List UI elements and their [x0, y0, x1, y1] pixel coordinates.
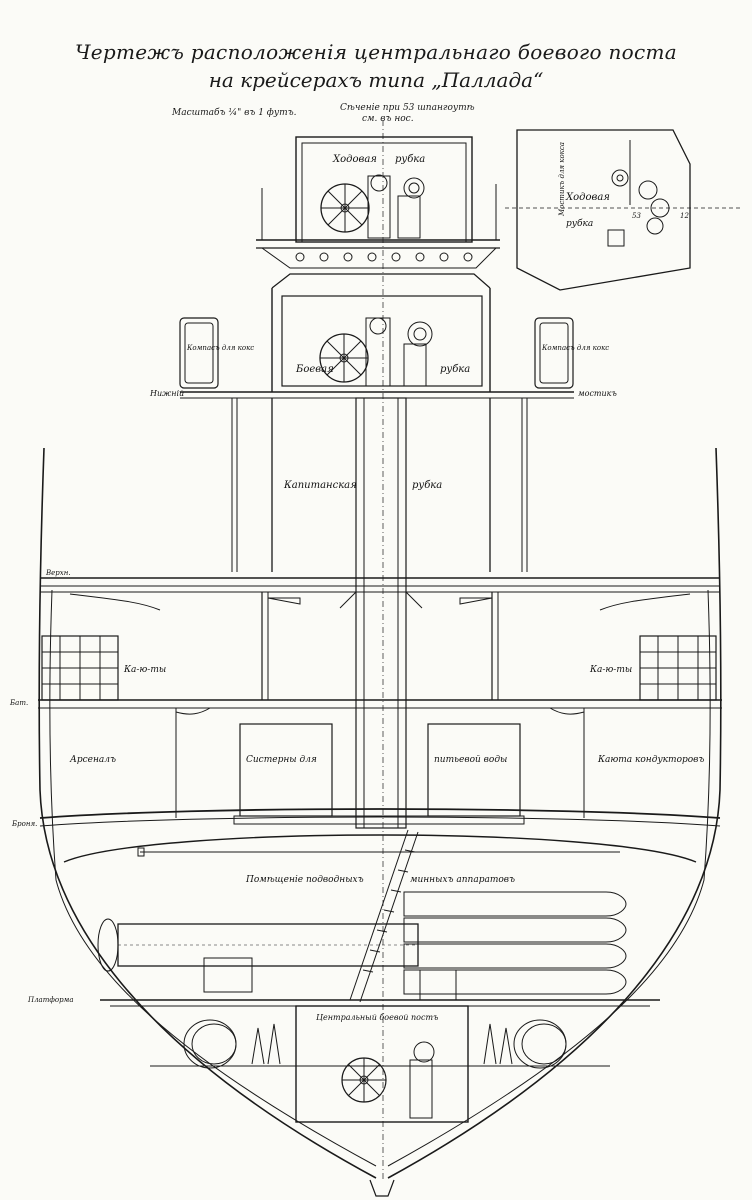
label-battery-deck: Бат. — [9, 699, 28, 707]
cabin-window-right — [639, 635, 717, 701]
lower-bridge: Нижній мостикъ — [149, 389, 617, 572]
hull — [38, 447, 722, 1197]
torpedo-tube — [97, 918, 419, 993]
armoured-deck: Броня. — [11, 808, 721, 863]
section-note-2: см. въ нос. — [362, 114, 414, 124]
upper-deck: Верхн. — [40, 569, 720, 700]
label-wheelhouse-top-2: рубка — [395, 154, 425, 165]
drawing-title-line1: Чертежъ расположенія центральнаго боевог… — [75, 40, 677, 64]
cabin-window-left — [41, 635, 119, 701]
label-plan-frame-12: 12 — [680, 212, 689, 220]
compass-stand-right: Компасъ для кокс — [534, 317, 609, 389]
label-cistern-2: питьевой воды — [434, 755, 507, 765]
label-wheelhouse-top: Ходовая — [332, 154, 377, 165]
battery-deck: Бат. — [9, 699, 722, 818]
label-plan-wheelhouse-2: рубка — [566, 218, 593, 229]
label-battle-room: Боевая — [295, 364, 334, 375]
scale-note: Масштабъ ¼" въ 1 футъ. — [172, 108, 297, 118]
drawing-title-line2: на крейсерахъ типа „Паллада“ — [208, 68, 544, 92]
conning-tower: Боевая рубка — [271, 273, 491, 392]
platform-deck: Платформа — [27, 996, 660, 1007]
portholes-row — [295, 252, 473, 262]
label-central-post: Центральный боевой постъ — [316, 1013, 438, 1022]
ladder — [349, 829, 419, 1003]
label-lower-bridge-left: Нижній — [149, 389, 184, 398]
label-cistern-1: Систерны для — [246, 755, 317, 765]
label-commander-cabin: Капитанская — [283, 480, 357, 491]
label-plan-wheelhouse: Ходовая — [565, 192, 610, 203]
plan-view: Ходовая рубка Мостикъ для кокса 53 12 — [505, 129, 740, 291]
water-cisterns — [233, 723, 525, 825]
label-plan-side: Мостикъ для кокса — [558, 142, 566, 217]
label-armoured-deck: Броня. — [11, 820, 37, 828]
label-compass-left: Компасъ для кокс — [186, 344, 254, 352]
label-provisions: Каюта кондукторовъ — [597, 755, 704, 765]
label-compass-right: Компасъ для кокс — [541, 344, 609, 352]
label-platform: Платформа — [27, 996, 74, 1004]
coiled-hoses — [150, 1019, 610, 1069]
compass-stand-left: Компасъ для кокс — [179, 317, 254, 389]
commander-cabin: Капитанская рубка — [271, 397, 491, 829]
steering-wheel-top — [320, 183, 370, 233]
label-cabin-left: Ка-ю-ты — [123, 665, 166, 675]
section-note: Сѣченіе при 53 шпангоутѣ — [340, 103, 475, 113]
label-plan-frame-53: 53 — [632, 212, 641, 220]
label-cabin-right: Ка-ю-ты — [589, 665, 632, 675]
navigation-wheelhouse: Ходовая рубка — [256, 136, 500, 269]
steering-wheel-battle — [319, 333, 369, 383]
label-commander-cabin-2: рубка — [412, 480, 442, 491]
label-battle-room-2: рубка — [440, 364, 470, 375]
label-torpedo-room-2: минныхъ аппаратовъ — [410, 875, 515, 885]
central-battle-post: Центральный боевой постъ — [295, 969, 469, 1123]
engine-telegraph-top — [367, 174, 425, 239]
label-lower-bridge-right: мостикъ — [578, 389, 617, 398]
spare-torpedoes — [403, 891, 627, 995]
label-torpedo-room: Помѣщеніе подводныхъ — [245, 875, 364, 885]
label-armoury: Арсеналъ — [69, 755, 116, 765]
label-upper-deck: Верхн. — [45, 569, 71, 577]
